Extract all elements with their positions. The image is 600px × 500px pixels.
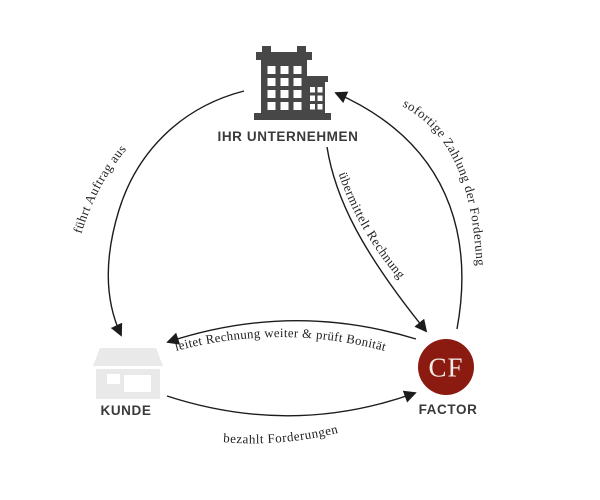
edge-label-uebermittelt-rechnung: übermittelt Rechnung <box>336 170 409 282</box>
edge-label-fuehrt-auftrag-aus: führt Auftrag aus <box>70 141 129 235</box>
cf-circle-badge <box>418 339 474 395</box>
factor-badge-text: CF <box>428 353 463 383</box>
edge-label-leitet-rechnung: leitet Rechnung weiter & prüft Bonität <box>173 326 388 354</box>
edge-label-uebermittelt-rechnung-text: übermittelt Rechnung <box>336 170 409 282</box>
edge-fuehrt-auftrag-aus <box>107 90 245 337</box>
edge-label-bezahlt-forderungen-text: bezahlt Forderungen <box>223 421 339 446</box>
edge-sofortige-zahlung <box>334 91 463 330</box>
edge-label-sofortige-zahlung: sofortige Zahlung der Forderung <box>401 95 489 266</box>
edge-bezahlt-forderungen <box>166 390 417 417</box>
edge-uebermittelt-rechnung <box>326 146 428 333</box>
store-windows <box>107 374 151 392</box>
customer-label: KUNDE <box>100 403 151 418</box>
building-windows <box>267 66 323 110</box>
edge-label-bezahlt-forderungen: bezahlt Forderungen <box>223 421 340 446</box>
edge-label-leitet-rechnung-text: leitet Rechnung weiter & prüft Bonität <box>173 326 387 354</box>
edge-label-fuehrt-auftrag-aus-text: führt Auftrag aus <box>70 141 129 235</box>
edge-leitet-rechnung <box>166 320 417 345</box>
edge-label-sofortige-zahlung-text: sofortige Zahlung der Forderung <box>401 95 488 266</box>
factor-label: FACTOR <box>419 402 478 417</box>
company-label: IHR UNTERNEHMEN <box>217 129 358 144</box>
